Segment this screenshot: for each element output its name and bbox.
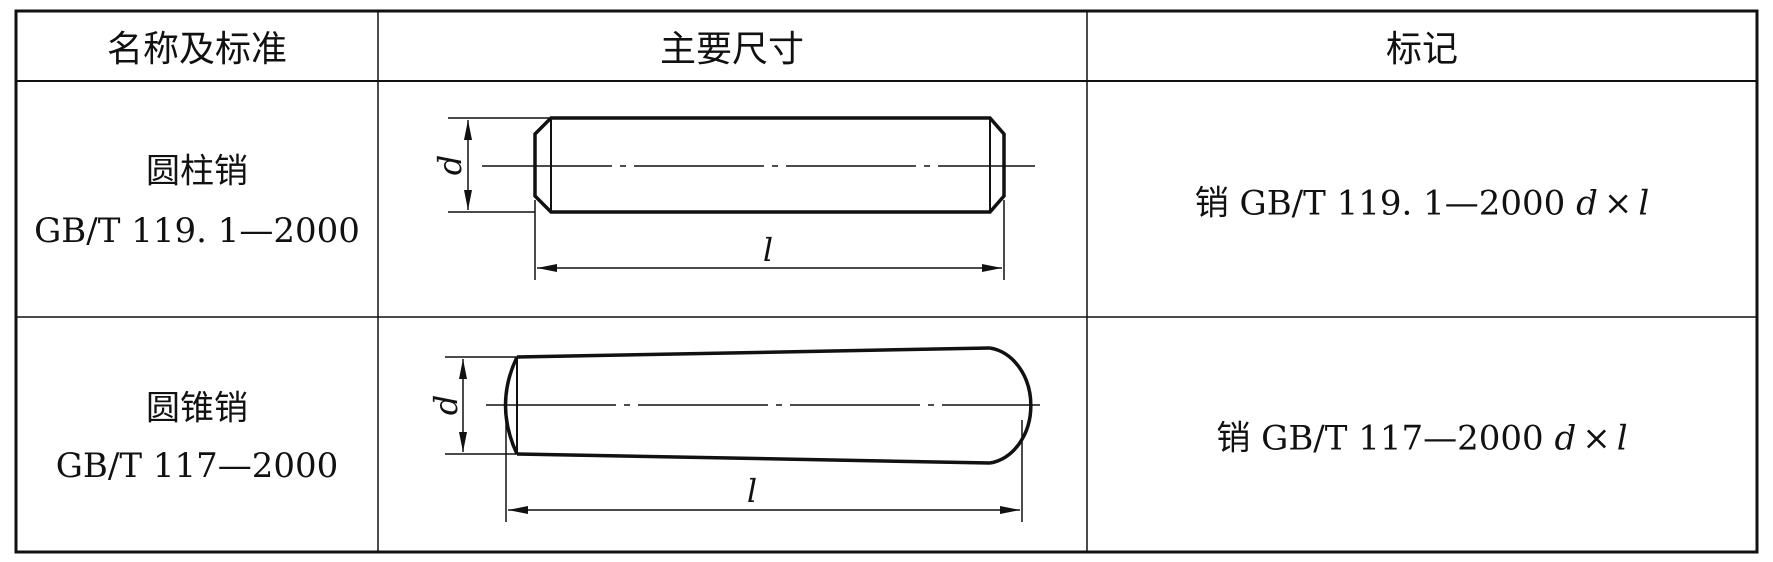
row1-name: 圆柱销 (146, 151, 248, 192)
row2-dim-l-label: l (746, 472, 758, 510)
header-main-dimensions: 主要尺寸 (659, 29, 805, 70)
header-name-standard: 名称及标准 (106, 29, 288, 70)
row2-standard: GB/T 117—2000 (55, 446, 339, 486)
row2-marking-l: l (1616, 418, 1628, 459)
row2-dim-d-label: d (427, 394, 465, 416)
cylindrical-pin-drawing (448, 116, 1035, 280)
row1-marking-prefix: 销 GB/T 119. 1—2000 (1194, 183, 1566, 224)
row1-marking-times: × (1603, 183, 1633, 224)
row2-marking-prefix: 销 GB/T 117—2000 (1216, 418, 1544, 459)
row1-marking-d: d (1576, 183, 1598, 224)
header-marking: 标记 (1385, 29, 1459, 70)
row2-marking-d: d (1554, 418, 1577, 459)
row2-marking: 销 GB/T 117—2000 d×l (1216, 411, 1627, 460)
row1-standard: GB/T 119. 1—2000 (34, 211, 360, 251)
row1-marking-l: l (1638, 183, 1650, 224)
row1-dim-l-label: l (762, 231, 774, 269)
taper-pin-drawing (445, 346, 1040, 522)
row1-dim-d-label: d (431, 154, 469, 176)
row2-name: 圆锥销 (146, 388, 248, 429)
row2-marking-times: × (1582, 418, 1611, 459)
table-border (14, 9, 1759, 554)
row1-marking: 销 GB/T 119. 1—2000 d×l (1195, 176, 1650, 225)
